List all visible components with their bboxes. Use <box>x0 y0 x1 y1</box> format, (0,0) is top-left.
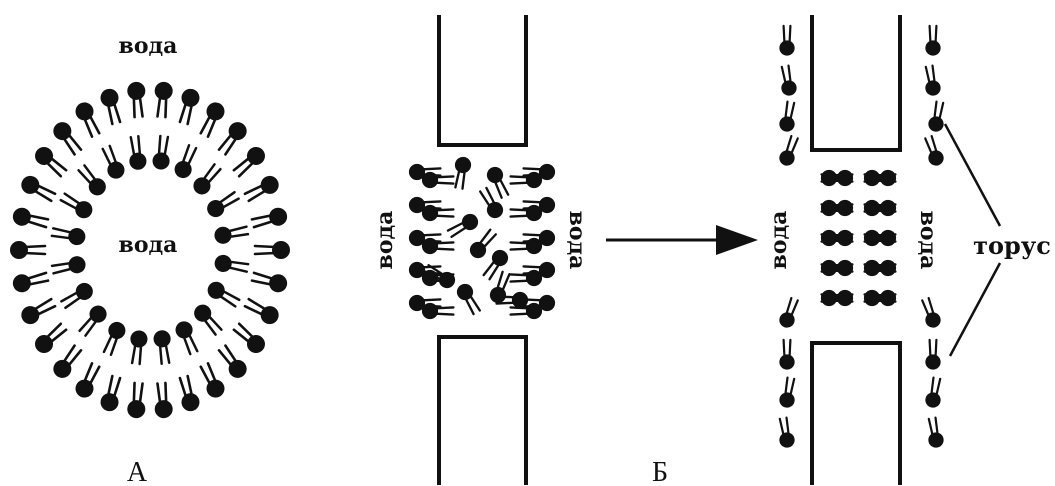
lipid-molecule-icon <box>30 318 71 359</box>
ordered-bilayer <box>819 168 898 308</box>
lipid-molecule-icon <box>241 171 284 207</box>
lipid-molecule-icon <box>49 253 89 280</box>
lipid-molecule-icon <box>920 133 947 169</box>
lipid-molecule-icon <box>202 186 243 222</box>
lipid-molecule-icon <box>194 98 229 141</box>
lipid-molecule-icon <box>124 134 149 173</box>
lipid-molecule-icon <box>49 222 89 248</box>
lipid-molecule-icon <box>150 134 174 172</box>
lipid-molecule-icon <box>924 24 942 57</box>
lipid-molecule-icon <box>452 279 485 318</box>
lipid-molecule-icon <box>170 142 202 182</box>
lipid-molecule-icon <box>48 117 87 159</box>
lipid-molecule-icon <box>57 278 98 314</box>
lipid-molecule-icon <box>97 142 129 183</box>
lipid-molecule-icon <box>211 252 251 278</box>
lipid-molecule-icon <box>776 133 803 169</box>
lipid-molecule-icon <box>774 415 797 450</box>
water-label-right-c: вода <box>915 211 941 270</box>
lipid-molecule-icon <box>253 239 292 261</box>
panel-label-a: А <box>127 457 148 486</box>
lipid-molecule-icon <box>229 318 270 359</box>
lipid-molecule-icon <box>213 341 252 383</box>
lipid-molecule-icon <box>71 359 106 402</box>
lipid-molecule-icon <box>125 381 149 421</box>
lipid-molecule-icon <box>71 98 106 141</box>
lipid-molecule-icon <box>203 277 243 312</box>
lipid-molecule-icon <box>151 381 175 421</box>
water-label-top: вода <box>119 33 178 59</box>
panel-label-b: Б <box>652 457 668 486</box>
lipid-molecule-icon <box>98 318 130 358</box>
lipid-molecule-icon <box>173 373 203 415</box>
lipid-molecule-icon <box>776 295 803 331</box>
lipid-molecule-icon <box>926 99 949 134</box>
lipid-molecule-icon <box>173 85 203 127</box>
lipid-molecule-icon <box>475 184 508 223</box>
lipid-molecule-icon <box>9 266 51 296</box>
lipid-molecule-icon <box>8 239 47 261</box>
lipid-molecule-icon <box>16 171 59 207</box>
torus-label: торус <box>973 231 1051 260</box>
lipid-molecule-icon <box>188 160 226 200</box>
lipid-molecule-icon <box>9 204 51 234</box>
lipid-molecule-icon <box>776 63 799 98</box>
lipid-molecule-icon <box>778 24 796 57</box>
water-label-left-c: вода <box>766 211 792 270</box>
lipid-molecule-icon <box>16 293 59 329</box>
lipid-molecule-icon <box>73 161 111 201</box>
lipid-molecule-icon <box>778 338 796 371</box>
pore-walls-b <box>437 15 528 485</box>
lipid-molecule-icon <box>97 85 127 127</box>
lipid-molecule-icon <box>920 63 943 98</box>
lipid-molecule-icon <box>189 299 227 339</box>
lipid-molecule-icon <box>249 204 291 234</box>
lipid-molecule-icon <box>777 99 800 134</box>
disordered-bilayer <box>407 154 557 321</box>
lipid-molecule-icon <box>229 141 270 182</box>
lipid-molecule-icon <box>57 188 97 223</box>
lipid-molecule-icon <box>194 359 229 402</box>
lipid-molecule-icon <box>151 327 176 366</box>
lipid-molecule-icon <box>923 415 946 450</box>
lipid-molecule-icon <box>97 373 127 415</box>
lipid-molecule-icon <box>30 141 71 182</box>
pore-walls-c <box>810 15 902 485</box>
lipid-molecule-icon <box>151 79 175 119</box>
lipid-molecule-icon <box>924 338 942 371</box>
lipid-molecule-icon <box>74 300 112 340</box>
lipid-molecule-icon <box>48 341 87 383</box>
water-label-center: вода <box>119 232 178 258</box>
lipid-molecule-icon <box>126 328 150 366</box>
lipid-molecule-icon <box>249 266 291 296</box>
lipid-molecule-icon <box>923 375 946 410</box>
lipid-molecule-icon <box>917 295 944 331</box>
lipid-molecule-icon <box>777 375 800 410</box>
lipid-molecule-icon <box>211 220 251 247</box>
water-label-right-b: вода <box>564 211 590 270</box>
lipid-molecule-icon <box>125 79 149 119</box>
lipid-molecule-icon <box>241 293 284 329</box>
lipid-molecule-icon <box>171 317 203 358</box>
torus-pointer-lines <box>943 123 1002 357</box>
water-label-left-b: вода <box>372 211 398 270</box>
lipid-molecule-icon <box>213 117 252 159</box>
